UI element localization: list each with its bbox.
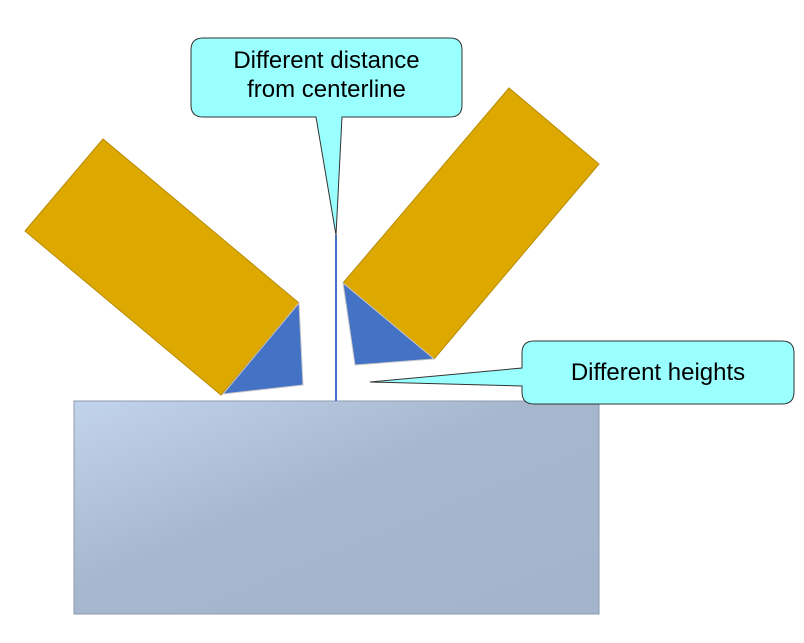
callout-distance-line1: Different distance <box>233 47 420 74</box>
callout-distance-shape <box>190 37 463 236</box>
callout-distance-text: Different distance from centerline <box>191 46 462 104</box>
workpiece <box>73 400 600 615</box>
callout-heights-text: Different heights <box>570 359 746 386</box>
right-tool-tip <box>342 281 436 366</box>
callout-distance-line2: from centerline <box>247 76 406 103</box>
callout-heights-shape <box>369 340 795 405</box>
left-tool-tip <box>221 301 304 395</box>
